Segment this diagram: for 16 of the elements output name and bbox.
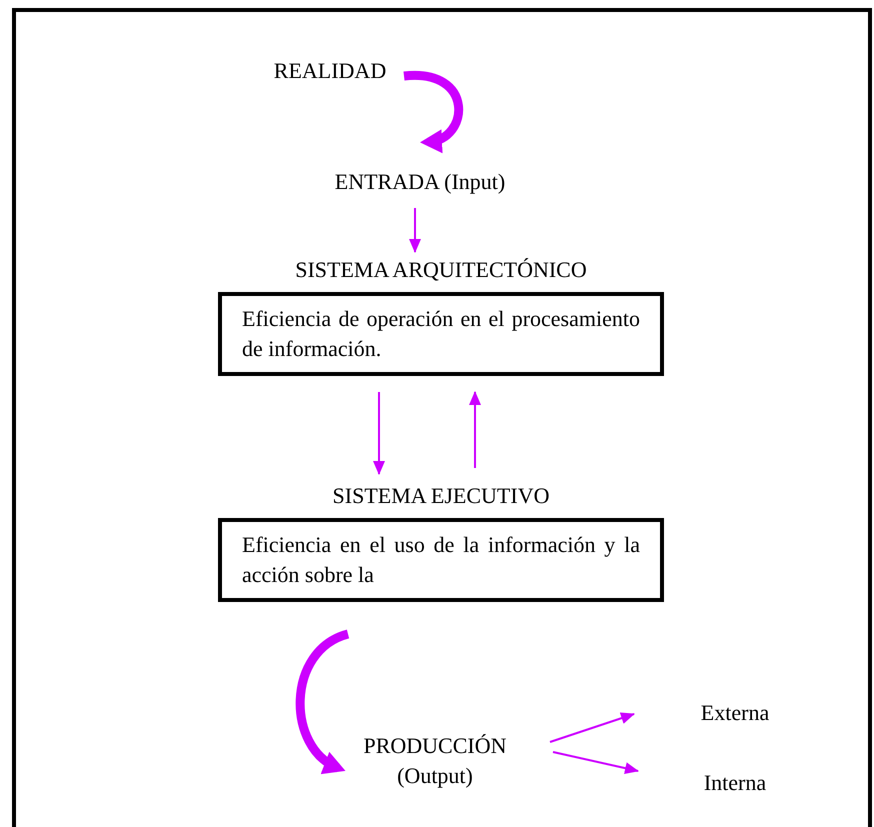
node-label: PRODUCCIÓN (Output) [330,731,540,791]
box-heading: SISTEMA ARQUITECTÓNICO [295,257,587,283]
box-heading: SISTEMA EJECUTIVO [332,483,550,509]
arrow [550,712,635,743]
node-label: ENTRADA (Input) [300,167,540,197]
arrow [404,71,463,152]
arrow [469,391,481,468]
node-label: Externa [680,698,790,728]
box-text: Eficiencia en el uso de la información y la acción sobre la [242,531,640,589]
arrow [296,630,350,772]
node-label: REALIDAD [255,56,405,86]
node-label: Interna [680,768,790,798]
arrow [373,392,385,475]
box-text: Eficiencia de operación en el procesamiento de información. [242,305,640,363]
arrow [409,208,421,253]
arrow [552,751,639,774]
